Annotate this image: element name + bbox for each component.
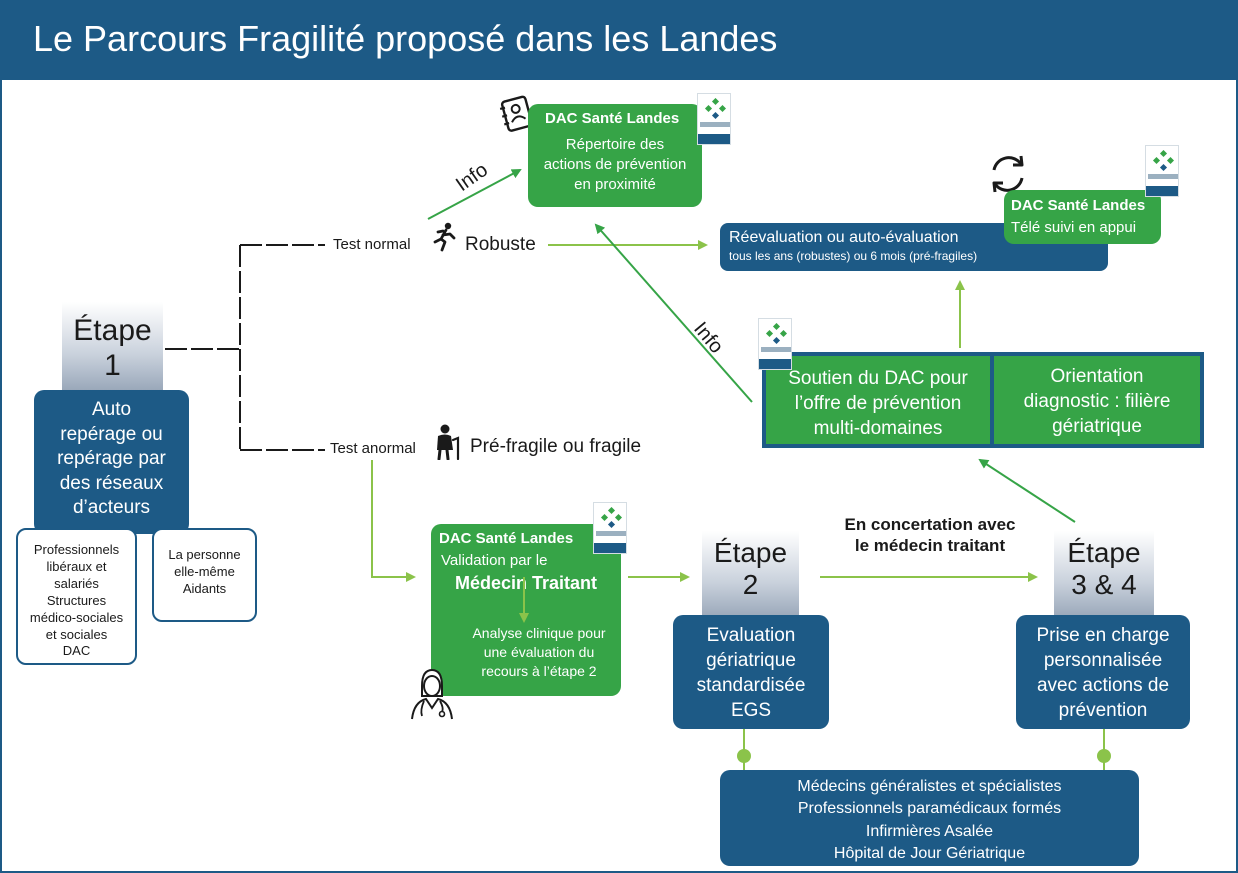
test-abnormal-label: Test anormal bbox=[330, 440, 416, 457]
etape1-description: Auto repérage ou repérage par des réseau… bbox=[34, 390, 189, 534]
etape34-header: Étape 3 & 4 bbox=[1054, 531, 1154, 617]
concertation-label: En concertation avec le médecin traitant bbox=[844, 515, 1016, 555]
dot-etape34 bbox=[1097, 749, 1111, 763]
dac-label-logo-icon bbox=[1145, 145, 1179, 197]
dac-label-logo-icon bbox=[593, 502, 627, 554]
actors-self: La personne elle-même Aidants bbox=[152, 528, 257, 622]
robuste-status: Robuste bbox=[465, 234, 536, 255]
dac-label-logo-icon bbox=[758, 318, 792, 370]
dac-validation-emph: Médecin Traitant bbox=[454, 573, 598, 593]
etape1-header: Étape 1 bbox=[62, 302, 163, 390]
arrow-etape34-orientation bbox=[978, 458, 1076, 523]
actors-professionals: Professionnels libéraux et salariés Stru… bbox=[16, 528, 137, 665]
dot-etape2 bbox=[737, 749, 751, 763]
soutien-box: Soutien du DAC pour l’offre de préventio… bbox=[766, 356, 990, 444]
etape34-description: Prise en charge personnalisée avec actio… bbox=[1016, 615, 1190, 729]
arrow-fragile-validation bbox=[371, 460, 416, 582]
arrow-soutien-repertoire bbox=[594, 223, 753, 403]
orientation-box: Orientation diagnostic : filière gériatr… bbox=[994, 356, 1200, 444]
fragile-status: Pré-fragile ou fragile bbox=[470, 436, 642, 457]
dac-telesuivi-title: DAC Santé Landes bbox=[1011, 197, 1146, 214]
dac-repertoire-title: DAC Santé Landes bbox=[545, 110, 680, 127]
arrow-info-repertoire bbox=[427, 169, 522, 220]
reevaluation-title: Réevaluation ou auto-évaluation bbox=[729, 229, 959, 246]
reevaluation-sub: tous les ans (robustes) ou 6 mois (pré-f… bbox=[729, 249, 978, 263]
providers-box: Médecins généralistes et spécialistes Pr… bbox=[720, 770, 1139, 866]
header-bar: Le Parcours Fragilité proposé dans les L… bbox=[0, 0, 1238, 80]
dac-validation-body: Analyse clinique pour une évaluation du … bbox=[472, 625, 606, 679]
elderly-person-icon bbox=[437, 424, 460, 460]
dac-repertoire-box: DAC Santé Landes Répertoire des actions … bbox=[528, 104, 702, 207]
dac-telesuivi-box: DAC Santé Landes Télé suivi en appui bbox=[1004, 190, 1161, 244]
arrow-validation-down bbox=[519, 577, 529, 623]
refresh-cycle-icon bbox=[992, 155, 1024, 193]
dac-validation-line: Validation par le bbox=[441, 552, 548, 569]
dac-support-panel: Soutien du DAC pour l’offre de préventio… bbox=[762, 352, 1204, 448]
etape2-description: Evaluation gériatrique standardisée EGS bbox=[673, 615, 829, 729]
dac-repertoire-body: Répertoire des actions de prévention en … bbox=[543, 136, 687, 193]
dac-validation-box: DAC Santé Landes Validation par le Médec… bbox=[431, 524, 621, 696]
dac-validation-title: DAC Santé Landes bbox=[439, 530, 574, 547]
running-person-icon bbox=[433, 222, 456, 252]
etape2-header: Étape 2 bbox=[702, 531, 799, 617]
dac-label-logo-icon bbox=[697, 93, 731, 145]
test-normal-label: Test normal bbox=[333, 236, 411, 253]
branch-connector bbox=[165, 244, 325, 451]
page-title: Le Parcours Fragilité proposé dans les L… bbox=[33, 18, 778, 59]
dac-telesuivi-body: Télé suivi en appui bbox=[1011, 219, 1137, 236]
doctor-icon bbox=[411, 668, 453, 720]
